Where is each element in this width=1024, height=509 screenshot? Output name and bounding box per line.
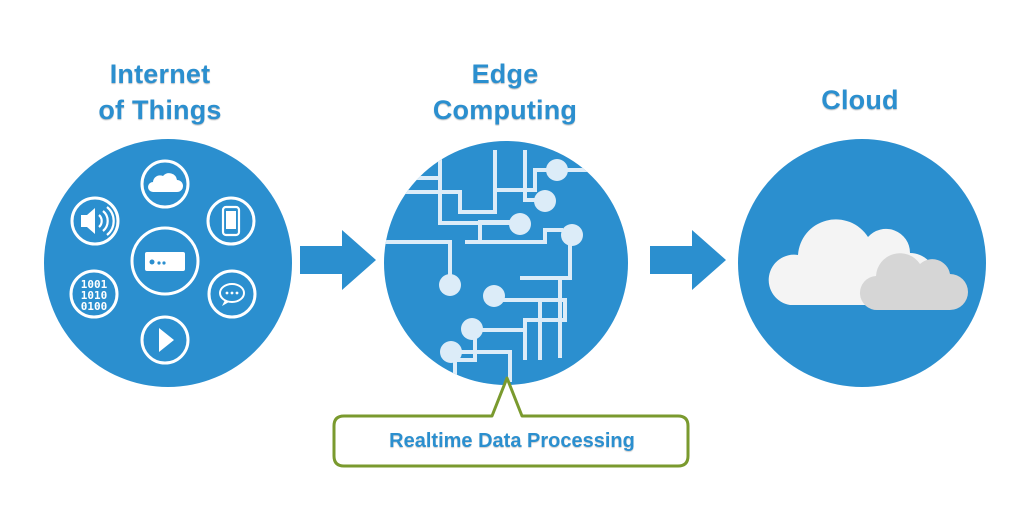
arrow-edge-to-cloud [650, 230, 726, 290]
gray-cloud-icon [859, 253, 968, 311]
smartphone-icon [206, 196, 256, 246]
circuit-node [509, 213, 531, 235]
iot-title-line1: Internet [109, 59, 211, 89]
chat-bubble-icon [207, 269, 257, 319]
binary-data-icon [69, 269, 119, 319]
circuit-node [534, 190, 556, 212]
binary-text: 1001 1010 0100 [68, 279, 120, 312]
arrow-iot-to-edge [300, 230, 376, 290]
play-icon [140, 315, 190, 365]
cloud-icon [140, 159, 190, 209]
edge-title-line1: Edge [471, 59, 539, 89]
cloud-title: Cloud [750, 82, 970, 118]
circuit-node [461, 318, 483, 340]
circuit-nodes [439, 159, 583, 363]
binary-line: 0100 [80, 300, 108, 313]
callout-box [332, 376, 690, 468]
cloud-title-label: Cloud [821, 85, 899, 115]
circuit-node [561, 224, 583, 246]
circuit-network [384, 141, 587, 382]
circuit-node [439, 274, 461, 296]
edge-title: Edge Computing [380, 56, 630, 128]
iot-title-line2: of Things [98, 95, 222, 125]
binary-line: 1001 [80, 278, 108, 291]
edge-title-line2: Computing [432, 95, 578, 125]
router-icon [130, 226, 200, 296]
circuit-node [546, 159, 568, 181]
circuit-node [483, 285, 505, 307]
callout-label: Realtime Data Processing [389, 429, 635, 452]
edge-circle [384, 141, 628, 385]
circuit-node [440, 341, 462, 363]
iot-title: Internet of Things [40, 56, 280, 128]
speaker-icon [70, 196, 120, 246]
binary-line: 1010 [80, 289, 108, 302]
